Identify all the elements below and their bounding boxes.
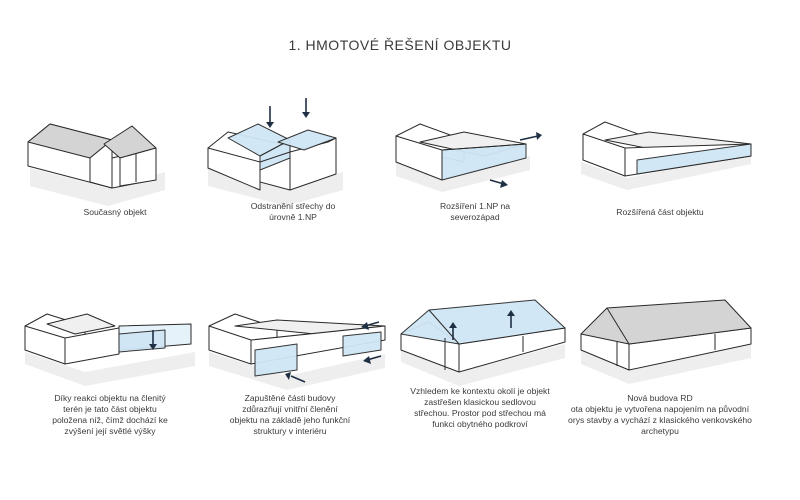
left-arrow-icon	[361, 321, 380, 330]
step-7: Vzhledem ke kontextu okolí je objekt zas…	[385, 299, 575, 500]
step-1: Současný objekt	[20, 110, 210, 310]
recessed-part	[254, 343, 298, 377]
roof-removal-diagram	[207, 98, 343, 206]
up-arrow-icon	[449, 322, 457, 340]
step-caption: Rozšířená část objektu	[616, 207, 704, 217]
step-caption: Vzhledem ke kontextu okolí je objekt zas…	[410, 386, 550, 429]
page-title: 1. HMOTOVÉ ŘEŠENÍ OBJEKTU	[288, 37, 512, 53]
right-arrow-icon	[489, 179, 508, 188]
down-arrow-icon	[149, 330, 157, 350]
step-3: Rozšíření 1.NP na severozápad	[380, 110, 570, 310]
up-arrow-icon	[507, 310, 515, 328]
step-caption: Současný objekt	[83, 207, 147, 217]
left-arrow-icon	[363, 355, 382, 364]
extended-part-diagram	[581, 121, 752, 190]
new-house-diagram	[580, 299, 752, 384]
terrain-diagram	[24, 313, 195, 386]
step-6: Zapuštěné části budovy zdůrazňují vnitřn…	[195, 300, 386, 500]
roof	[580, 299, 752, 345]
step-caption: Zapuštěné části budovy zdůrazňují vnitřn…	[229, 393, 351, 436]
step-caption: Nová budova RD ota objektu je vytvořena …	[568, 393, 752, 436]
step-5: Díky reakci objektu na členitý terén je …	[15, 300, 205, 500]
recessed-parts-diagram	[208, 313, 386, 390]
step-caption: Díky reakci objektu na členitý terén je …	[52, 393, 168, 436]
extended-part	[636, 143, 752, 175]
new-gable-roof	[400, 299, 566, 345]
down-arrow-icon	[266, 106, 274, 128]
left-arrow-icon	[285, 372, 306, 383]
step-caption: Rozšíření 1.NP na severozápad	[439, 201, 511, 222]
recessed-part	[342, 331, 382, 357]
step-4: Rozšířená část objektu	[565, 110, 755, 310]
step-8: Nová budova RD ota objektu je vytvořena …	[565, 299, 755, 500]
right-arrow-icon	[519, 132, 542, 141]
step-caption: Odstranění střechy do úrovně 1.NP	[250, 201, 336, 222]
current-building-diagram	[27, 123, 165, 206]
step-2: Odstranění střechy do úrovně 1.NP	[198, 98, 388, 310]
gable-roof-diagram	[400, 299, 566, 386]
extension-diagram	[395, 123, 542, 192]
down-arrow-icon	[302, 98, 310, 118]
